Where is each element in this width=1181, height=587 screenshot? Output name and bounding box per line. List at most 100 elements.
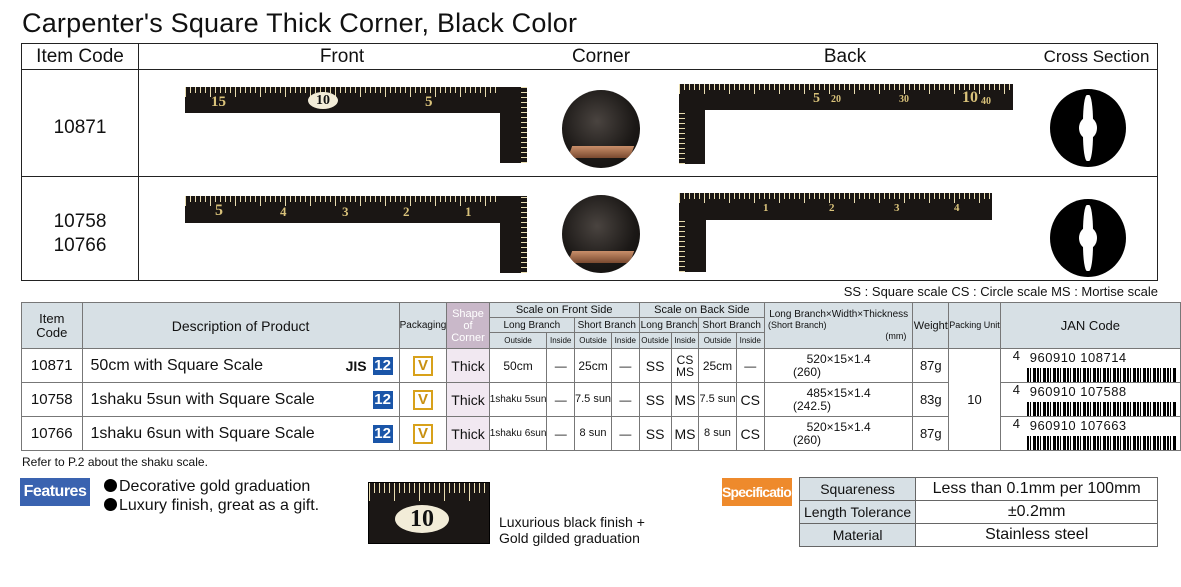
barcode-graphic	[1026, 367, 1177, 382]
row1-front-mark: 5	[425, 94, 433, 110]
cell-front-short-inside: —	[611, 416, 640, 451]
cell-front-short-outside: 8 sun	[573, 416, 613, 451]
row1-back-mark: 40	[981, 96, 991, 107]
shaku-reference-note: Refer to P.2 about the shaku scale.	[22, 455, 208, 469]
th-inside: Inside	[735, 332, 766, 349]
th-outside: Outside	[638, 332, 672, 349]
th-front-long: Long Branch	[488, 317, 575, 333]
th-back-long: Long Branch	[638, 317, 700, 333]
finish-description: Gold gilded graduation	[499, 530, 640, 546]
specifications-tag: Specifications	[722, 478, 807, 506]
sample-number-badge: 10	[395, 505, 449, 533]
table-row: 10871 50cm with Square Scale JIS 12 V Th…	[21, 348, 1181, 451]
row1-back-mark: 10	[962, 89, 978, 106]
bullet-icon	[104, 498, 117, 511]
product-spec-table: Item Code Description of Product Packagi…	[21, 302, 1181, 451]
row2-back-ruler-long: 1 2 3 4	[679, 193, 992, 220]
cell-back-short-inside: CS	[735, 416, 766, 451]
cell-front-long-outside: 1shaku 5sun	[488, 382, 548, 417]
cell-front-short-outside: 25cm	[573, 348, 613, 383]
cell-back-short-inside: CS	[735, 382, 766, 417]
table-row: 10766 1shaku 6sun with Square Scale 12 V…	[21, 416, 1181, 451]
cell-weight: 87g	[912, 416, 950, 451]
spec-value: ±0.2mm	[915, 500, 1159, 524]
cell-front-long-inside: —	[546, 416, 575, 451]
cell-front-long-outside: 1shaku 6sun	[488, 416, 548, 451]
th-scale-back: Scale on Back Side	[638, 302, 766, 318]
row1-front-mark: 15	[211, 94, 226, 110]
cell-shape: Thick	[446, 382, 490, 417]
cell-back-long-outside: SS	[638, 416, 672, 451]
features-tag: Features	[20, 478, 90, 506]
row2-front-mark: 1	[465, 204, 472, 219]
th-inside: Inside	[611, 332, 640, 349]
th-item-code: Item Code	[21, 302, 83, 349]
row2-corner-image	[562, 195, 640, 273]
row1-back-mark: 30	[899, 94, 909, 105]
cell-packing-unit: 10	[948, 348, 1001, 451]
row1-back-mark: 20	[831, 94, 841, 105]
th-dims: Long Branch×Width×Thickness (Short Branc…	[764, 302, 914, 349]
row2-back-mark: 3	[894, 202, 900, 214]
th-outside: Outside	[698, 332, 737, 349]
header-back: Back	[823, 46, 867, 67]
cell-shape: Thick	[446, 348, 490, 383]
row1-code: 10871	[53, 117, 107, 138]
packaging-icon: V	[412, 355, 433, 376]
row2-code: 10766	[53, 235, 107, 256]
cell-dims: 520×15×1.4(260)	[764, 416, 914, 451]
cell-back-long-inside: MS	[670, 416, 700, 451]
header-item-code: Item Code	[36, 46, 124, 67]
finish-description: Luxurious black finish +	[499, 514, 645, 530]
th-description: Description of Product	[81, 302, 400, 349]
barcode-graphic	[1026, 401, 1177, 416]
th-front-short: Short Branch	[573, 317, 640, 333]
row1-front-mark-badge: 10	[308, 92, 338, 109]
feature-item: Luxury finish, great as a gift.	[104, 497, 319, 515]
th-inside: Inside	[670, 332, 700, 349]
row1-back-ruler-long: 5 20 30 10 40	[679, 84, 1013, 110]
size-badge: 12	[372, 390, 393, 409]
header-corner: Corner	[571, 46, 631, 67]
table-row: 10758 1shaku 5sun with Square Scale 12 V…	[21, 382, 1181, 417]
spec-key: Material	[798, 523, 917, 547]
cell-dims: 485×15×1.4(242.5)	[764, 382, 914, 417]
cell-description: 50cm with Square Scale JIS 12	[81, 348, 400, 383]
cell-code: 10758	[21, 382, 83, 417]
cell-back-short-outside: 8 sun	[698, 416, 737, 451]
feature-item: Decorative gold graduation	[104, 478, 310, 496]
cell-dims: 520×15×1.4(260)	[764, 348, 914, 383]
cell-front-long-inside: —	[546, 382, 575, 417]
jis-label: JIS	[345, 357, 367, 374]
cell-back-long-outside: SS	[638, 382, 672, 417]
row2-front-mark: 2	[403, 204, 410, 219]
row1-back-mark: 5	[813, 91, 820, 106]
cell-packaging: V	[398, 382, 448, 417]
th-inside: Inside	[546, 332, 575, 349]
cell-description: 1shaku 6sun with Square Scale 12	[81, 416, 400, 451]
cell-packaging: V	[398, 416, 448, 451]
cell-front-short-inside: —	[611, 348, 640, 383]
row2-code: 10758	[53, 211, 107, 232]
size-badge: 12	[372, 424, 393, 443]
row2-front-ruler-long: 5 4 3 2 1	[185, 196, 500, 223]
cell-packaging: V	[398, 348, 448, 383]
row2-back-mark: 4	[954, 202, 960, 214]
packaging-icon: V	[412, 423, 433, 444]
row1-cross-section-image	[1050, 89, 1126, 167]
cell-weight: 83g	[912, 382, 950, 417]
gold-graduation-sample-image: 10	[368, 482, 490, 544]
size-badge: 12	[372, 356, 393, 375]
cell-code: 10871	[21, 348, 83, 383]
packaging-icon: V	[412, 389, 433, 410]
product-image-table: Item Code Front Corner Back Cross Sectio…	[21, 43, 1158, 281]
cell-weight: 87g	[912, 348, 950, 383]
spec-key: Squareness	[798, 477, 917, 501]
th-shape-of-corner: Shape of Corner	[446, 302, 490, 349]
cell-front-long-inside: —	[546, 348, 575, 383]
row1-back-ruler-short	[679, 110, 705, 164]
spec-value: Stainless steel	[915, 523, 1159, 547]
specifications-table: Squareness Less than 0.1mm per 100mm Len…	[798, 477, 1159, 547]
